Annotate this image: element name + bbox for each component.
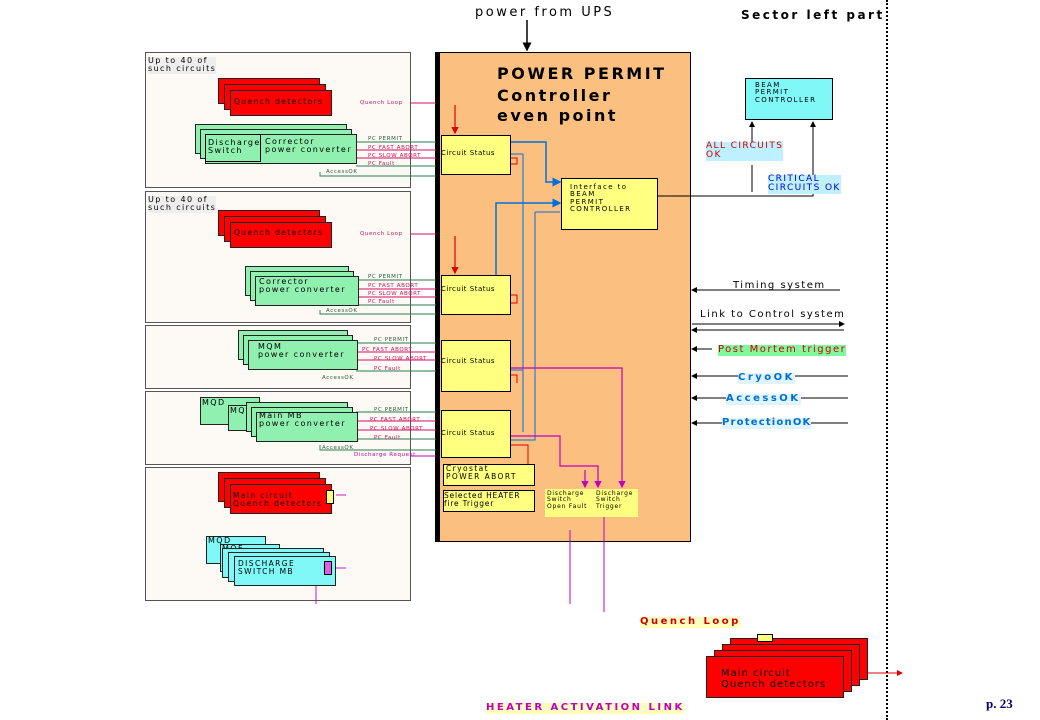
power-from-ups-label: power from UPS (475, 5, 615, 20)
controller-title-3: even point (497, 106, 619, 125)
pc-slow-abort-4: PC SLOW ABORT (370, 426, 424, 432)
discharge-switch-trigger (594, 489, 638, 517)
beam-permit-controller (745, 78, 833, 120)
access-ok-label: AccessOK (726, 393, 801, 405)
qd-connector-square (326, 490, 334, 504)
access-ok-small-2: AccessOK (326, 308, 358, 314)
ds-connector-square (324, 561, 332, 575)
post-mortem-label: Post Mortem trigger (718, 344, 847, 356)
quench-detectors-label-2: Quench detectors (234, 228, 324, 237)
pc-fast-abort-4: PC FAST ABORT (370, 417, 421, 423)
heater-trigger-label: Selected HEATER fire Trigger (444, 491, 521, 508)
discharge-switch-box-1 (205, 134, 261, 162)
main-circuit-qd-label: Main circuit Quench detectors (233, 491, 323, 508)
cryostat-power-abort (443, 464, 535, 486)
quench-detectors-label-1: Quench detectors (234, 97, 324, 106)
cryo-ok-label: CryoOK (738, 372, 795, 384)
mqf-label-1: MQF (230, 406, 253, 415)
corrector-pc-label-2: Corrector power converter (259, 277, 346, 295)
circuit-status-1-label: Circuit Status (441, 149, 496, 157)
discharge-switch-open-fault (545, 489, 595, 517)
main-mb-pc-label: Main MB power converter (259, 411, 346, 429)
controller-title-1: POWER PERMIT (497, 64, 667, 83)
controller-left-bar (435, 52, 439, 542)
pc-slow-abort-1: PC SLOW ABORT (368, 153, 422, 159)
pc-slow-abort-3: PC SLOW ABORT (374, 356, 428, 362)
corrector-pc-label-1: Corrector power converter (265, 137, 352, 155)
heater-activation-link: HEATER ACTIVATION LINK (486, 702, 685, 714)
critical-circuits-ok: CRITICAL CIRCUITS OK (768, 174, 841, 194)
quench-loop-label-1: Quench Loop (360, 100, 403, 106)
access-ok-small-3: AccessOK (322, 375, 354, 381)
sector-separator (886, 0, 888, 720)
pc-fast-abort-3: PC FAST ABORT (362, 347, 413, 353)
ds-trigger-label: Discharge Switch Trigger (596, 490, 634, 510)
page-number: p. 23 (986, 696, 1013, 711)
discharge-switch-mb-label: DISCHARGE SWITCH MB (238, 559, 296, 576)
circuit-status-2 (441, 275, 511, 315)
panel2-note: Up to 40 of such circuits (148, 195, 217, 213)
quench-loop-label-2: Quench Loop (360, 231, 403, 237)
protection-ok-label: ProtectionOK (722, 417, 812, 429)
interface-label: Interface to BEAM PERMIT CONTROLLER (570, 183, 632, 214)
control-link-label: Link to Control system (700, 309, 846, 320)
pc-fast-abort-1: PC FAST ABORT (368, 145, 419, 151)
mqm-pc-label: MQM power converter (258, 342, 345, 360)
interface-beam-permit (561, 178, 658, 230)
pc-permit-1: PC PERMIT (368, 136, 403, 142)
all-circuits-ok: ALL CIRCUITS OK (706, 141, 784, 161)
circuit-status-1 (441, 135, 511, 175)
access-ok-small-1: AccessOK (326, 169, 358, 175)
pc-permit-3: PC PERMIT (374, 337, 409, 343)
beam-permit-label: BEAM PERMIT CONTROLLER (755, 81, 817, 104)
panel-corrector-1 (145, 52, 411, 188)
circuit-status-4-label: Circuit Status (441, 429, 496, 437)
circuit-status-2-label: Circuit Status (441, 285, 496, 293)
pc-slow-abort-2: PC SLOW ABORT (368, 291, 422, 297)
circuit-status-3 (441, 340, 511, 392)
cryostat-label: Cryostat POWER ABORT (446, 464, 517, 481)
pc-permit-4: PC PERMIT (374, 407, 409, 413)
discharge-request-label: Discharge Request (354, 452, 416, 458)
pc-fault-3: PC Fault (374, 366, 401, 372)
quench-loop-footer: Quench Loop (640, 616, 741, 628)
pc-fault-2: PC Fault (368, 299, 395, 305)
heater-fire-trigger (443, 490, 535, 512)
discharge-switch-label-1: Discharge Switch (208, 138, 261, 156)
controller-title-2: Controller (497, 86, 613, 105)
mqd-label-2: MQD (208, 536, 232, 545)
bottom-qd-connector (757, 634, 773, 642)
bottom-qd-label: Main circuit Quench detectors (721, 668, 827, 690)
pc-fault-4: PC Fault (374, 435, 401, 441)
timing-system-label: Timing system (733, 280, 826, 291)
mqd-label-1: MQD (202, 398, 226, 407)
ds-open-fault-label: Discharge Switch Open Fault (547, 490, 588, 510)
circuit-status-3-label: Circuit Status (441, 357, 496, 365)
pc-fault-1: PC Fault (368, 161, 395, 167)
pc-fast-abort-2: PC FAST ABORT (368, 283, 419, 289)
sector-title: Sector left part (741, 8, 885, 22)
panel1-note: Up to 40 of such circuits (148, 56, 217, 74)
pc-permit-2: PC PERMIT (368, 274, 403, 280)
circuit-status-4 (441, 410, 511, 458)
access-ok-small-4: AccessOK (322, 445, 354, 451)
